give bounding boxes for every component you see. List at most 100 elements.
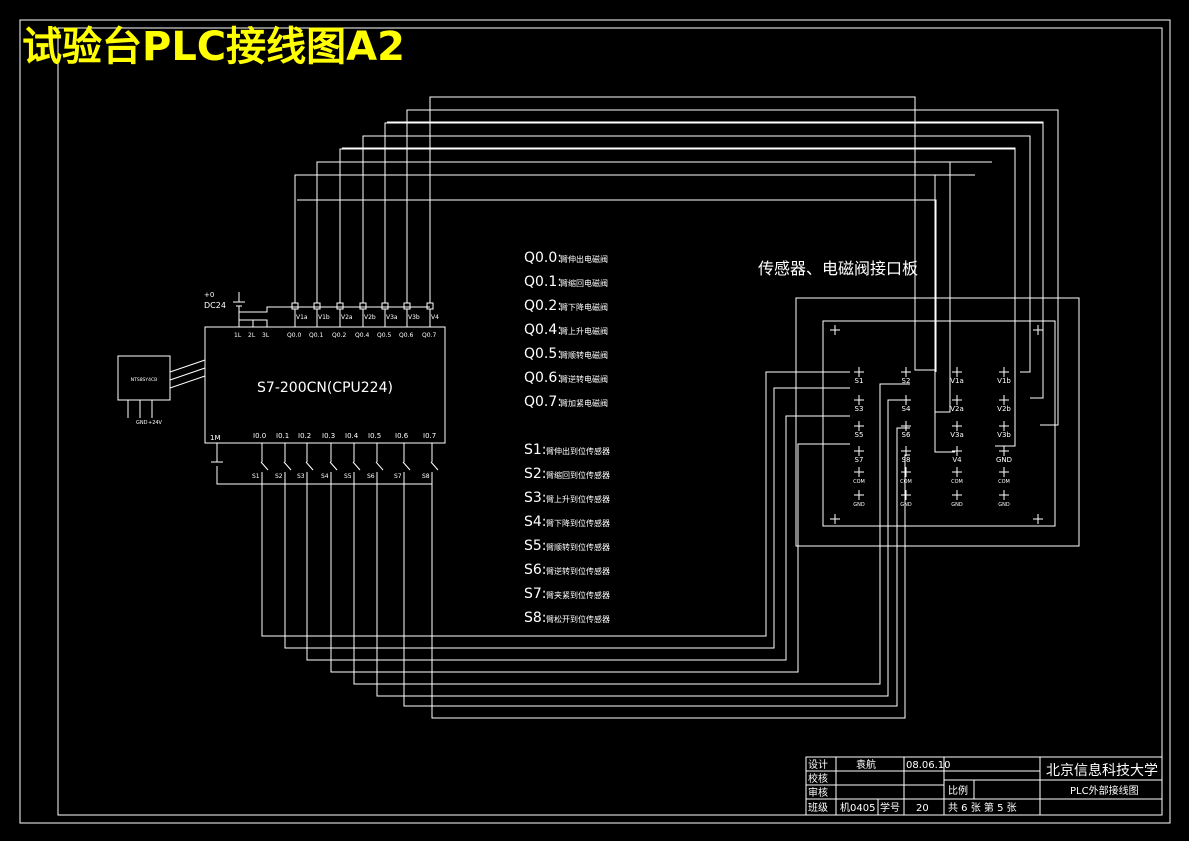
output-valve-label: V1a (296, 314, 308, 321)
title-block (805, 756, 1163, 816)
interface-board-terminals: S1S3S5S7COMGNDS2S4S6S8COMGNDV1aV2aV3aV4C… (830, 325, 1043, 524)
input-switch-label: S4 (321, 473, 329, 480)
board-terminal-label: GND (996, 456, 1012, 464)
input-switch-label: S3 (297, 473, 305, 480)
board-terminal-label: V3b (997, 431, 1011, 439)
input-wire-run (306, 415, 850, 661)
board-terminal-label: S4 (902, 405, 911, 413)
output-wire-run (297, 174, 955, 453)
adapter-24v: +24V (148, 420, 163, 426)
input-wire-run (403, 427, 910, 707)
board-terminal-label: S1 (855, 377, 864, 385)
board-terminal-label: V1b (997, 377, 1011, 385)
board-terminal-label: V2b (997, 405, 1011, 413)
terminal-1m: 1M (210, 434, 221, 442)
input-legend-desc: 臂松开到位传感器 (546, 614, 610, 624)
plc-model: S7-200CN(CPU224) (257, 380, 393, 396)
tb-review-label: 审核 (808, 786, 828, 799)
output-wire-run (387, 121, 1044, 399)
input-legend: S1:臂伸出到位传感器S2:臂缩回到位传感器S3:臂上升到位传感器S4:臂下降到… (524, 442, 610, 626)
input-terminal-label: I0.1 (276, 432, 289, 440)
adapter-link-2 (169, 367, 206, 381)
output-legend-desc: 臂加紧电磁阀 (560, 398, 608, 408)
input-terminal-label: I0.2 (298, 432, 311, 440)
board-terminal-label: S6 (902, 431, 911, 439)
output-valve-label: V1b (318, 314, 330, 321)
output-valve-label: V4 (431, 314, 439, 321)
switch-contact (260, 461, 269, 471)
input-legend-code: S1: (524, 442, 547, 458)
switch-contact (402, 461, 411, 471)
output-legend-code: Q0.5: (524, 346, 562, 362)
input-terminal-label: I0.6 (395, 432, 409, 440)
switch-contact (329, 461, 338, 471)
input-switch-label: S5 (344, 473, 352, 480)
board-terminal-label: V4 (952, 456, 962, 464)
board-terminal-label: COM (998, 479, 1010, 485)
inner-border (57, 27, 1163, 816)
output-wire (362, 135, 1029, 303)
tb-sheets: 共 6 张 第 5 张 (948, 801, 1017, 814)
title-block-frame (805, 756, 1163, 816)
tb-design-name: 袁航 (856, 758, 876, 771)
adapter-label: NTS8SY4CB (131, 377, 158, 383)
input-legend-code: S2: (524, 466, 547, 482)
output-wire-run (320, 161, 951, 413)
input-legend-code: S4: (524, 514, 547, 530)
output-wire-run (408, 109, 1059, 426)
input-wire-run (431, 454, 910, 719)
input-legend-desc: 臂顺转到位传感器 (546, 542, 610, 552)
output-legend-desc: 臂缩回电磁阀 (560, 278, 608, 288)
output-terminal-label: Q0.0 (287, 332, 301, 339)
adapter-link-1 (169, 359, 206, 373)
output-terminal-label: Q0.7 (422, 332, 436, 339)
output-wire-run (433, 96, 935, 371)
switch-contact (305, 461, 314, 471)
board-terminal-label: COM (853, 479, 865, 485)
board-terminal-label: GND (853, 502, 865, 508)
output-wire-run (342, 147, 1016, 447)
tb-class-value: 机0405 (840, 801, 875, 814)
tb-school: 北京信息科技大学 (1046, 762, 1158, 779)
input-switch-label: S2 (275, 473, 283, 480)
output-terminal-box (359, 302, 367, 310)
board-terminal-label: COM (900, 479, 912, 485)
output-terminal-label: Q0.5 (377, 332, 391, 339)
switch-contact (375, 461, 384, 471)
tb-design-date: 08.06.10 (906, 760, 951, 771)
terminal-3l: 3L (262, 332, 270, 339)
output-valve-label: V3b (408, 314, 420, 321)
output-legend-desc: 臂下降电磁阀 (560, 302, 608, 312)
input-legend-code: S5: (524, 538, 547, 554)
board-terminal-label: V2a (950, 405, 964, 413)
outer-border (19, 19, 1171, 824)
board-terminal-label: S5 (855, 431, 864, 439)
board-terminal-label: COM (951, 479, 963, 485)
board-terminal-label: S2 (902, 377, 911, 385)
plc-body (204, 326, 446, 444)
input-terminal-label: I0.5 (368, 432, 381, 440)
output-legend-code: Q0.4: (524, 322, 562, 338)
input-wire-run (284, 387, 850, 649)
supply-sign: +0 (204, 291, 214, 299)
input-switch-label: S7 (394, 473, 402, 480)
output-terminal-box (336, 302, 344, 310)
board-terminal-label: GND (998, 502, 1010, 508)
output-legend-desc: 臂顺转电磁阀 (560, 350, 608, 360)
tb-student-no-label: 学号 (880, 801, 900, 814)
interface-board-inner (822, 320, 1056, 527)
input-legend-desc: 臂上升到位传感器 (546, 494, 610, 504)
input-wire-run (376, 399, 910, 697)
input-legend-code: S7: (524, 586, 547, 602)
plc-block: S7-200CN(CPU224) DC24 +0 1L 2L 3L 1M (204, 291, 446, 485)
adapter-gnd: GND (136, 420, 148, 426)
output-legend-code: Q0.6: (524, 370, 562, 386)
output-valve-label: V3a (386, 314, 398, 321)
tb-student-no-value: 20 (916, 803, 929, 814)
input-legend-desc: 臂伸出到位传感器 (546, 446, 610, 456)
board-terminal-label: V1a (950, 377, 964, 385)
output-wire-run (365, 135, 1031, 373)
output-terminal-box (426, 302, 434, 310)
output-wire (294, 174, 975, 303)
